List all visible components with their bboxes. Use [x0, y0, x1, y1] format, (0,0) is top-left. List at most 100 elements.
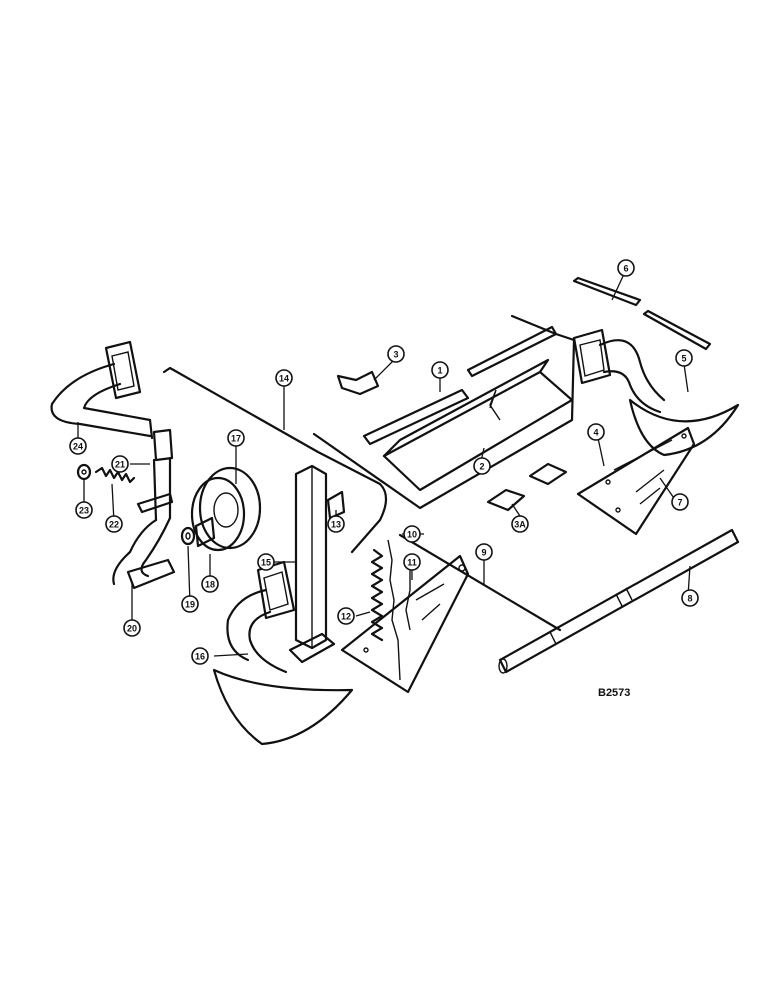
callout-21: 21	[111, 455, 129, 473]
callout-9: 9	[475, 543, 493, 561]
callout-19: 19	[181, 595, 199, 613]
callout-circle	[105, 515, 123, 533]
callouts: 1233A45678910111213141516171819202122232…	[69, 259, 699, 665]
callout-14: 14	[275, 369, 293, 387]
callout-circle	[69, 437, 87, 455]
callout-circle	[403, 553, 421, 571]
callout-22: 22	[105, 515, 123, 533]
callout-label: 20	[127, 624, 137, 634]
part-13-clip	[326, 490, 346, 520]
callout-circle	[473, 457, 491, 475]
callout-23: 23	[75, 501, 93, 519]
part-8-tube	[498, 528, 740, 674]
callout-12: 12	[337, 607, 355, 625]
callout-circle	[111, 455, 129, 473]
callout-circle	[227, 429, 245, 447]
callout-label: 12	[341, 612, 351, 622]
callout-label: 7	[677, 498, 682, 508]
part-16-left-shovel	[212, 560, 354, 746]
parts-drawing	[50, 276, 740, 746]
callout-4: 4	[587, 423, 605, 441]
callout-circle	[675, 349, 693, 367]
callout-circle	[587, 423, 605, 441]
callout-label: 11	[407, 558, 417, 568]
callout-16: 16	[191, 647, 209, 665]
part-24-shank-arm	[50, 340, 154, 440]
callout-10: 10	[403, 525, 421, 543]
center-triangle-plate	[340, 554, 470, 694]
part-10-chain	[387, 539, 411, 681]
part-2-trough	[312, 314, 576, 510]
callout-label: 5	[681, 354, 686, 364]
callout-label: 8	[687, 594, 692, 604]
callout-label: 4	[593, 428, 598, 438]
callout-label: 13	[331, 520, 341, 530]
callout-circle	[257, 553, 275, 571]
callout-circle	[123, 619, 141, 637]
callout-label: 16	[195, 652, 205, 662]
callout-label: 21	[115, 460, 125, 470]
callout-circle	[275, 369, 293, 387]
callout-7: 7	[671, 493, 689, 511]
callout-15: 15	[257, 553, 275, 571]
callout-6: 6	[617, 259, 635, 277]
part-19-washer	[180, 526, 196, 546]
callout-3: 3	[387, 345, 405, 363]
callout-circle	[681, 589, 699, 607]
callout-11: 11	[403, 553, 421, 571]
part-3-bracket	[336, 370, 380, 396]
part-9-shaft	[398, 533, 562, 632]
callout-18: 18	[201, 575, 219, 593]
part-15-standard	[288, 464, 336, 664]
callout-circle	[75, 501, 93, 519]
callout-20: 20	[123, 619, 141, 637]
callout-circle	[671, 493, 689, 511]
callout-circle	[403, 525, 421, 543]
figure-code: B2573	[598, 687, 630, 699]
callout-label: 1	[437, 366, 442, 376]
callout-label: 23	[79, 506, 89, 516]
callout-circle	[201, 575, 219, 593]
callout-label: 3	[393, 350, 398, 360]
callout-label: 2	[479, 462, 484, 472]
callout-circle	[181, 595, 199, 613]
part-23-nut	[76, 463, 92, 481]
callout-label: 3A	[514, 520, 526, 530]
part-12-spring	[370, 548, 384, 642]
callout-2: 2	[473, 457, 491, 475]
callout-label: 10	[407, 530, 417, 540]
callout-circle	[191, 647, 209, 665]
callout-13: 13	[327, 515, 345, 533]
callout-label: 9	[481, 548, 486, 558]
part-1-strip	[362, 325, 558, 446]
part-14-rod	[162, 366, 388, 554]
callout-label: 14	[279, 374, 289, 384]
callout-circle	[431, 361, 449, 379]
callout-label: 22	[109, 520, 119, 530]
part-3a-blocks	[486, 462, 568, 512]
callout-24: 24	[69, 437, 87, 455]
callout-label: 19	[185, 600, 195, 610]
part-5-right-shovel	[572, 328, 740, 457]
callout-1: 1	[431, 361, 449, 379]
callout-3a: 3A	[511, 515, 529, 533]
callout-circle	[617, 259, 635, 277]
part-20-lower-arm	[112, 428, 176, 590]
part-17-pulley	[190, 466, 262, 552]
callout-circle	[511, 515, 529, 533]
part-22-spring	[94, 466, 136, 484]
callout-label: 6	[623, 264, 628, 274]
callout-8: 8	[681, 589, 699, 607]
callout-label: 15	[261, 558, 271, 568]
part-4-right-plate	[576, 426, 696, 536]
callout-17: 17	[227, 429, 245, 447]
callout-circle	[337, 607, 355, 625]
callout-label: 18	[205, 580, 215, 590]
callout-label: 17	[231, 434, 241, 444]
callout-5: 5	[675, 349, 693, 367]
callout-circle	[327, 515, 345, 533]
part-6-straps	[572, 276, 712, 351]
callout-circle	[387, 345, 405, 363]
callout-label: 24	[73, 442, 83, 452]
